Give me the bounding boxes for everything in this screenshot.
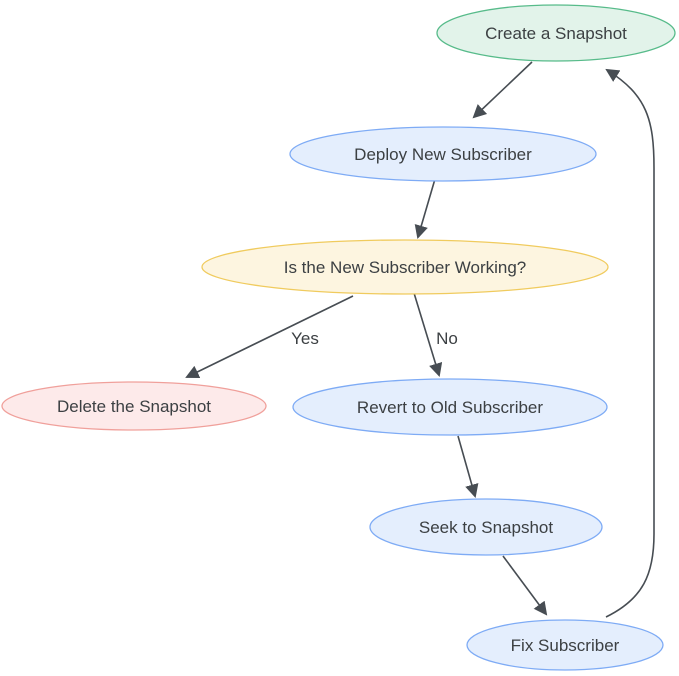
node-seek-to-snapshot-label: Seek to Snapshot bbox=[419, 518, 553, 537]
node-create-snapshot-shape bbox=[436, 4, 676, 62]
node-fix-subscriber-label: Fix Subscriber bbox=[511, 636, 620, 655]
node-delete-the-snapshot-shape bbox=[1, 381, 267, 431]
node-fix-subscriber-shape bbox=[466, 619, 664, 671]
node-create-snapshot-label: Create a Snapshot bbox=[485, 24, 627, 43]
edge-label-no: No bbox=[436, 329, 458, 348]
edge-working-to-delete bbox=[185, 295, 354, 379]
node-seek-to-snapshot: Seek to Snapshot bbox=[369, 498, 603, 556]
node-revert-to-old-subscriber: Revert to Old Subscriber bbox=[292, 378, 608, 436]
node-seek-to-snapshot-shape bbox=[369, 498, 603, 556]
node-deploy-new-subscriber: Deploy New Subscriber bbox=[289, 126, 597, 182]
node-delete-the-snapshot-label: Delete the Snapshot bbox=[57, 397, 211, 416]
edge-label-yes: Yes bbox=[291, 329, 319, 348]
node-revert-to-old-subscriber-label: Revert to Old Subscriber bbox=[357, 398, 543, 417]
node-is-new-subscriber-working-shape bbox=[201, 239, 609, 295]
node-revert-to-old-subscriber-shape bbox=[292, 378, 608, 436]
node-deploy-new-subscriber-shape bbox=[289, 126, 597, 182]
edge-deploy-to-working bbox=[414, 178, 436, 239]
node-is-new-subscriber-working: Is the New Subscriber Working? bbox=[201, 239, 609, 295]
node-delete-the-snapshot: Delete the Snapshot bbox=[1, 381, 267, 431]
edge-fix-to-create bbox=[605, 68, 655, 618]
edge-create-to-deploy bbox=[472, 61, 533, 119]
node-deploy-new-subscriber-label: Deploy New Subscriber bbox=[354, 145, 532, 164]
edge-working-to-revert bbox=[413, 292, 443, 377]
edge-revert-to-seek bbox=[457, 435, 479, 498]
node-is-new-subscriber-working-label: Is the New Subscriber Working? bbox=[284, 258, 527, 277]
node-fix-subscriber: Fix Subscriber bbox=[466, 619, 664, 671]
node-create-snapshot: Create a Snapshot bbox=[436, 4, 676, 62]
edge-seek-to-fix bbox=[502, 555, 548, 616]
